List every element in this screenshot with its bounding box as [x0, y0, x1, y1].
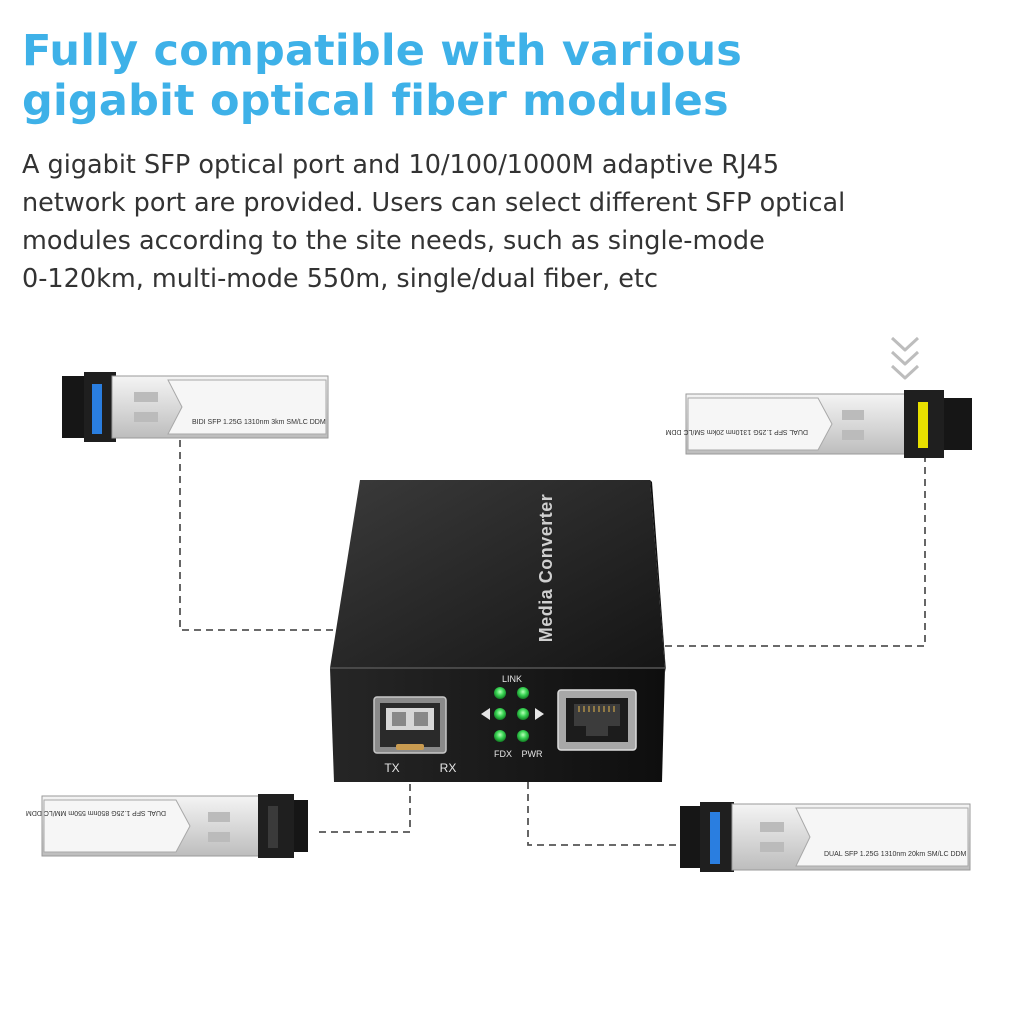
description-line-4: 0-120km, multi-mode 550m, single/dual fi…	[22, 264, 659, 294]
sfp-module-bottom-left: DUAL SFP 1.25G 850nm 550m MM/LC DDM	[26, 794, 308, 858]
module-top-left-label: BIDI SFP 1.25G 1310nm 3km SM/LC DDM	[192, 419, 326, 426]
led-indicator	[517, 730, 529, 742]
connector-top-left	[179, 440, 345, 631]
sfp-module-top-left: BIDI SFP 1.25G 1310nm 3km SM/LC DDM	[62, 372, 329, 442]
media-converter: Media Converter TX RX LINK FDX PWR	[330, 480, 666, 782]
led-indicator	[494, 687, 506, 699]
led-arrow-right-icon	[535, 708, 544, 720]
module-bottom-right-label: DUAL SFP 1.25G 1310nm 20km SM/LC DDM	[824, 851, 967, 858]
led-indicator	[517, 708, 529, 720]
rj45-port	[557, 689, 637, 751]
module-bottom-left-label: DUAL SFP 1.25G 850nm 550m MM/LC DDM	[26, 809, 166, 816]
connector-bottom-right	[527, 770, 678, 846]
connector-lines	[179, 440, 926, 846]
led-indicator	[494, 708, 506, 720]
yellow-latch	[918, 402, 928, 448]
description-line-3: modules according to the site needs, suc…	[22, 226, 765, 256]
led-pwr-label: PWR	[522, 749, 543, 759]
blue-latch	[710, 812, 720, 864]
led-indicator	[494, 730, 506, 742]
description-line-2: network port are provided. Users can sel…	[22, 188, 846, 218]
sfp-port	[373, 696, 447, 754]
led-arrow-left-icon	[481, 708, 490, 720]
headline-line-1: Fully compatible with various	[22, 26, 743, 76]
description: A gigabit SFP optical port and 10/100/10…	[22, 146, 982, 298]
module-top-right-label: DUAL SFP 1.25G 1310nm 20km SM/LC DDM	[665, 428, 808, 435]
blue-latch	[92, 384, 102, 434]
status-leds	[494, 687, 529, 742]
sfp-tx-label: TX	[384, 761, 399, 775]
converter-top-face	[330, 480, 665, 668]
converter-brand-label: Media Converter	[536, 494, 556, 643]
led-fdx-label: FDX	[494, 749, 512, 759]
connector-bottom-left	[318, 772, 411, 833]
chevron-down-icon	[890, 336, 920, 380]
connector-top-right	[630, 455, 926, 647]
headline-line-2: gigabit optical fiber modules	[22, 76, 729, 126]
sfp-rx-label: RX	[440, 761, 457, 775]
sfp-module-bottom-right: DUAL SFP 1.25G 1310nm 20km SM/LC DDM	[680, 802, 971, 872]
sfp-module-top-right: DUAL SFP 1.25G 1310nm 20km SM/LC DDM	[665, 390, 972, 458]
led-link-label: LINK	[502, 674, 522, 684]
led-indicator	[517, 687, 529, 699]
description-line-1: A gigabit SFP optical port and 10/100/10…	[22, 150, 780, 180]
headline: Fully compatible with various gigabit op…	[22, 26, 742, 126]
